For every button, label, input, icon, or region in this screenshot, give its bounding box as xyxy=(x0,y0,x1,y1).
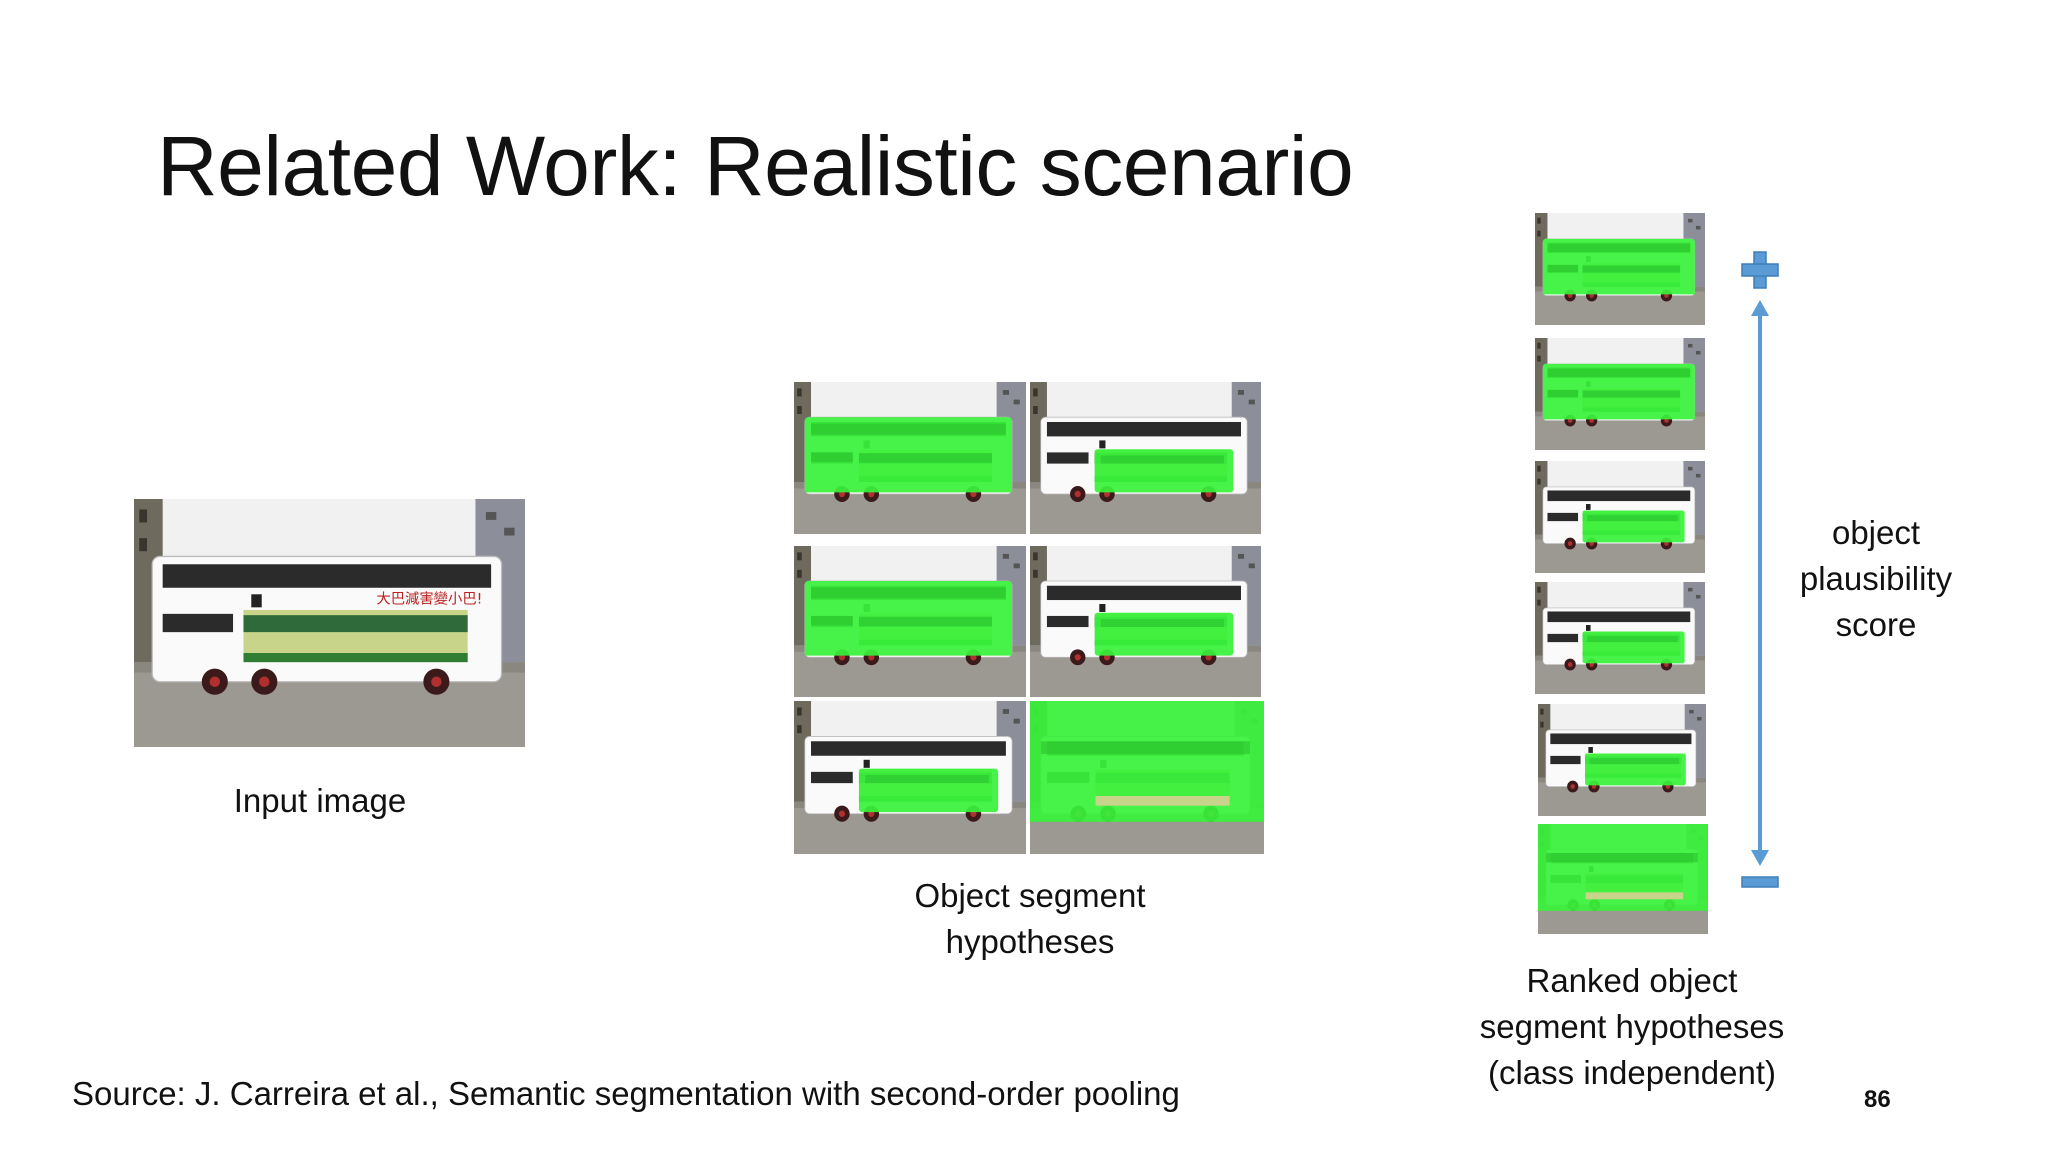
page-number: 86 xyxy=(1864,1086,1891,1113)
ranked-thumb-4 xyxy=(1535,582,1705,694)
ranked-thumb-1 xyxy=(1535,213,1705,325)
minus-icon xyxy=(1741,876,1779,888)
hypothesis-thumb-2 xyxy=(1030,382,1261,534)
hypothesis-thumb-6 xyxy=(1030,701,1264,854)
ranked-thumb-3 xyxy=(1535,461,1705,573)
hypotheses-caption-line2: hypotheses xyxy=(945,923,1115,960)
ranked-caption-line1: Ranked object xyxy=(1526,962,1738,999)
hypothesis-thumb-4 xyxy=(1030,546,1261,697)
score-label-line2: plausibility xyxy=(1799,560,1953,597)
plus-icon xyxy=(1741,251,1779,289)
score-label: object plausibility score xyxy=(1776,510,1976,648)
hypothesis-thumb-3 xyxy=(794,546,1026,697)
double-arrow-icon xyxy=(1751,300,1769,866)
source-citation: Source: J. Carreira et al., Semantic seg… xyxy=(72,1075,1180,1112)
hypotheses-caption-line1: Object segment xyxy=(914,877,1146,914)
slide-title: Related Work: Realistic scenario xyxy=(157,119,1354,213)
input-caption-text: Input image xyxy=(233,782,407,819)
input-image: 大巴減害變小巴! xyxy=(134,499,525,747)
hypotheses-caption: Object segment hypotheses xyxy=(880,873,1180,965)
ranked-caption-line2: segment hypotheses xyxy=(1479,1008,1785,1045)
hypothesis-thumb-1 xyxy=(794,382,1026,534)
ranked-thumb-2 xyxy=(1535,338,1705,450)
bus-signage: 大巴減害變小巴! xyxy=(376,590,482,607)
ranked-caption-line3: (class independent) xyxy=(1487,1054,1776,1091)
score-label-line1: object xyxy=(1831,514,1921,551)
ranked-caption: Ranked object segment hypotheses (class … xyxy=(1452,958,1812,1096)
score-label-line3: score xyxy=(1835,606,1917,643)
hypothesis-thumb-5 xyxy=(794,701,1026,854)
input-image-caption: Input image xyxy=(190,778,450,824)
ranked-thumb-5 xyxy=(1538,704,1706,816)
ranked-thumb-6 xyxy=(1538,824,1708,934)
